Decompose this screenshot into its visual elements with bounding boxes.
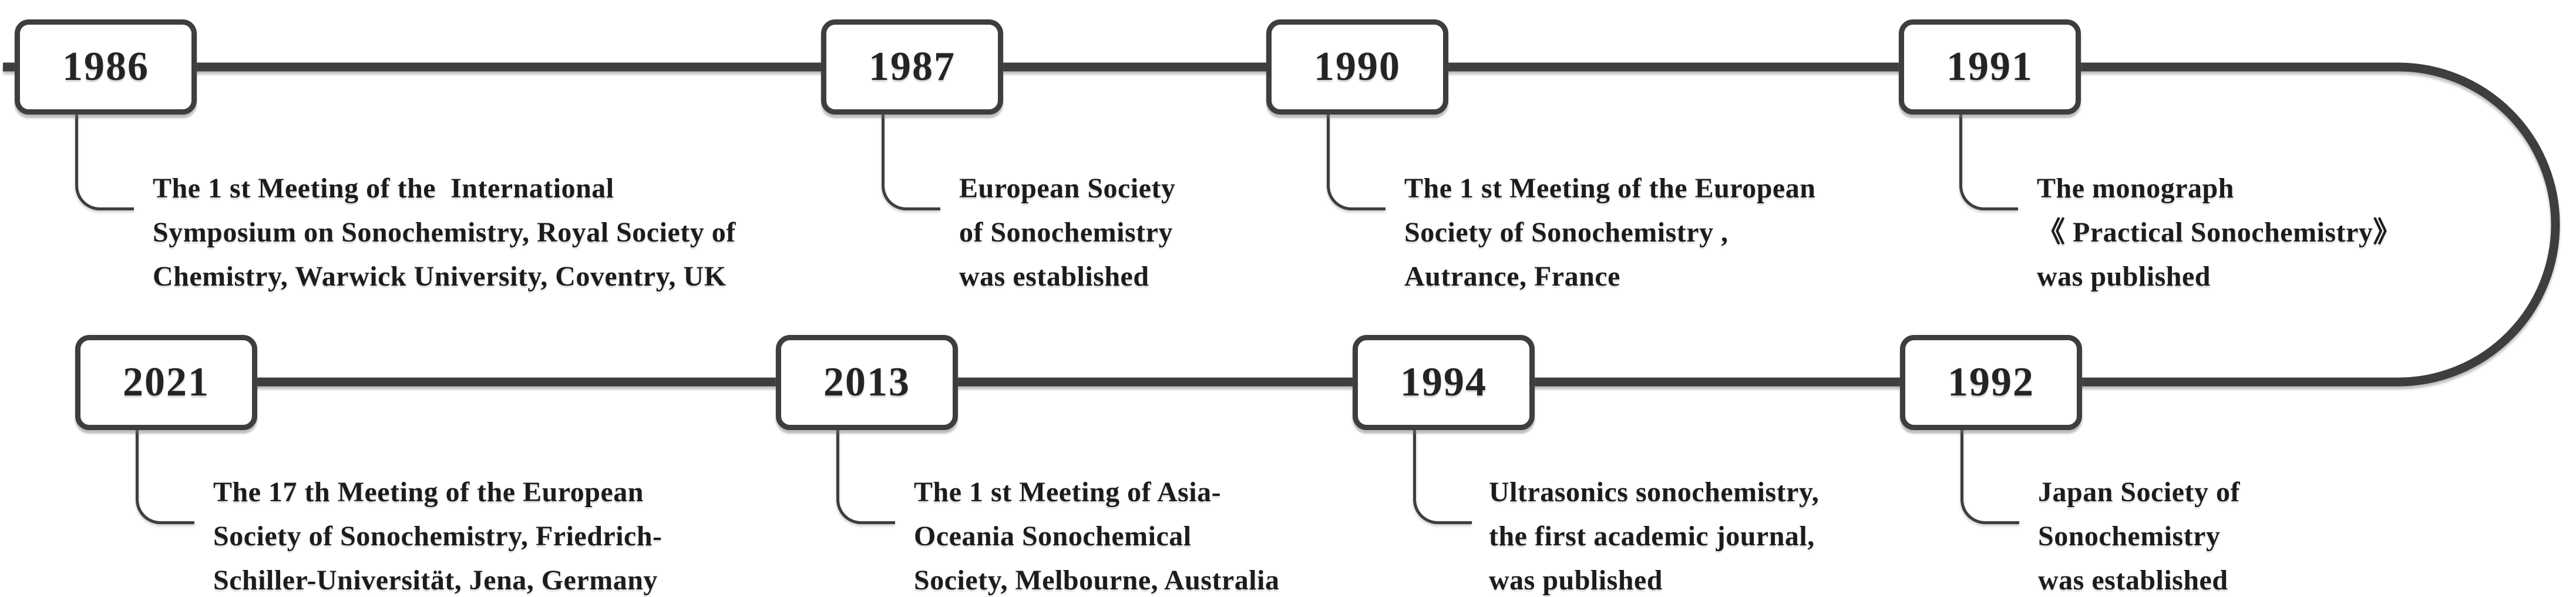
year-box: 1986 bbox=[15, 19, 197, 115]
description-line: Society of Sonochemistry, Friedrich- bbox=[213, 521, 663, 552]
description-line: The 1 st Meeting of the European bbox=[1404, 173, 1816, 204]
connector-line bbox=[1960, 430, 2019, 524]
description-line: Chemistry, Warwick University, Coventry,… bbox=[153, 261, 727, 292]
connector-line bbox=[836, 430, 895, 524]
description-line: European Society bbox=[959, 173, 1176, 204]
connector-line bbox=[882, 115, 940, 210]
description-line: The 17 th Meeting of the European bbox=[213, 477, 644, 508]
connector-line bbox=[1413, 430, 1472, 524]
description-line: was published bbox=[1489, 565, 1663, 596]
description-line: 《 Practical Sonochemistry》 bbox=[2037, 217, 2402, 248]
connector-line bbox=[136, 430, 194, 524]
year-box: 1990 bbox=[1266, 19, 1448, 115]
event-description: The monograph 《 Practical Sonochemistry》… bbox=[2037, 166, 2402, 298]
description-line: Society of Sonochemistry , bbox=[1404, 217, 1728, 248]
year-label: 1986 bbox=[62, 44, 149, 89]
description-line: Ultrasonics sonochemistry, bbox=[1489, 477, 1820, 508]
connector-line bbox=[1327, 115, 1385, 210]
description-line: of Sonochemistry bbox=[959, 217, 1173, 248]
year-label: 2021 bbox=[123, 360, 210, 405]
description-line: The 1 st Meeting of Asia- bbox=[914, 477, 1222, 508]
year-box: 2013 bbox=[776, 335, 958, 430]
event-description: Japan Society of Sonochemistry was estab… bbox=[2038, 470, 2240, 597]
event-description: European Society of Sonochemistry was es… bbox=[959, 166, 1175, 298]
description-line: was established bbox=[2038, 565, 2228, 596]
description-line: The monograph bbox=[2037, 173, 2234, 204]
year-label: 1994 bbox=[1400, 360, 1487, 405]
year-label: 1992 bbox=[1948, 360, 2034, 405]
event-description: The 1 st Meeting of Asia- Oceania Sonoch… bbox=[914, 470, 1279, 597]
description-line: Society, Melbourne, Australia bbox=[914, 565, 1280, 596]
year-label: 1991 bbox=[1946, 44, 2033, 89]
year-box: 1987 bbox=[821, 19, 1003, 115]
year-box: 1991 bbox=[1899, 19, 2081, 115]
year-box: 1994 bbox=[1353, 335, 1535, 430]
event-description: The 17 th Meeting of the European Societ… bbox=[213, 470, 663, 597]
event-description: Ultrasonics sonochemistry, the first aca… bbox=[1489, 470, 1819, 597]
description-line: was published bbox=[2037, 261, 2211, 292]
connector-line bbox=[75, 115, 134, 210]
description-line: Symposium on Sonochemistry, Royal Societ… bbox=[153, 217, 736, 248]
timeline-path bbox=[3, 62, 2560, 387]
year-label: 2013 bbox=[823, 360, 910, 405]
year-box: 1992 bbox=[1900, 335, 2082, 430]
year-label: 1987 bbox=[869, 44, 956, 89]
year-box: 2021 bbox=[75, 335, 257, 430]
connector-line bbox=[1959, 115, 2018, 210]
year-label: 1990 bbox=[1314, 44, 1401, 89]
description-line: Autrance, France bbox=[1404, 261, 1620, 292]
description-line: Schiller-Universität, Jena, Germany bbox=[213, 565, 658, 596]
description-line: the first academic journal, bbox=[1489, 521, 1815, 552]
description-line: was established bbox=[959, 261, 1149, 292]
description-line: The 1 st Meeting of the International bbox=[153, 173, 614, 204]
event-description: The 1 st Meeting of the International Sy… bbox=[153, 166, 736, 298]
description-line: Sonochemistry bbox=[2038, 521, 2221, 552]
description-line: Japan Society of bbox=[2038, 477, 2240, 508]
event-description: The 1 st Meeting of the European Society… bbox=[1404, 166, 1815, 298]
description-line: Oceania Sonochemical bbox=[914, 521, 1192, 552]
